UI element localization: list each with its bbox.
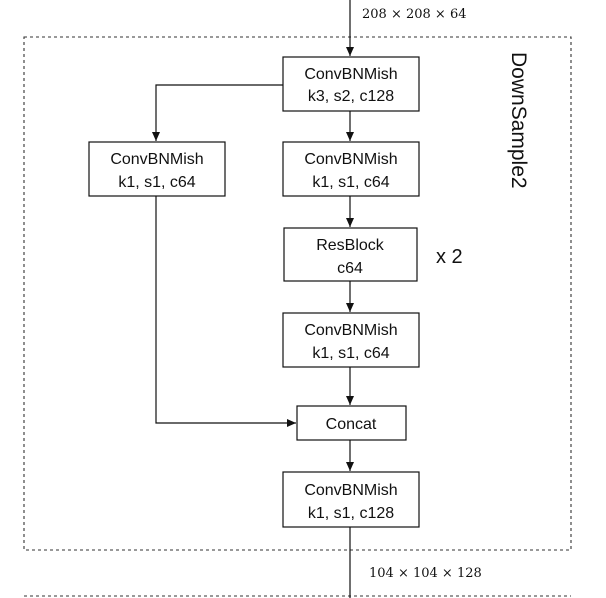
box-convbnmish-k3-s2-c128: ConvBNMish k3, s2, c128 [282,56,420,112]
edge-conv-left-to-concat [155,196,296,427]
box-line2: c64 [337,260,363,277]
downsample-group-frame [23,36,572,551]
edge-conv-k3-to-conv-left [152,84,283,141]
box-convbnmish-mid1-k1-s1-c64: ConvBNMish k1, s1, c64 [282,141,420,197]
box-concat: Concat [296,405,407,441]
box-line1: ResBlock [316,237,385,254]
box-convbnmish-left-k1-s1-c64: ConvBNMish k1, s1, c64 [88,141,226,197]
box-line1: ConvBNMish [304,322,397,339]
output-dimension-label: 104 × 104 × 128 [369,566,482,581]
box-line2: k1, s1, c64 [118,174,195,191]
box-resblock-c64: ResBlock c64 [283,227,418,282]
box-line2: k1, s1, c64 [312,345,389,362]
box-line2: k1, s1, c64 [312,174,389,191]
box-convbnmish-mid2-k1-s1-c64: ConvBNMish k1, s1, c64 [282,312,420,368]
box-line2: k3, s2, c128 [308,88,394,105]
repeat-count-label: x 2 [436,246,463,268]
box-convbnmish-out-k1-s1-c128: ConvBNMish k1, s1, c128 [282,471,420,528]
box-line2: k1, s1, c128 [308,505,394,522]
box-line1: ConvBNMish [304,151,397,168]
box-line1: ConvBNMish [304,482,397,499]
group-title: DownSample2 [507,52,530,189]
box-line1: ConvBNMish [304,66,397,83]
input-dimension-label: 208 × 208 × 64 [362,7,466,22]
box-line1: Concat [326,416,377,433]
box-line1: ConvBNMish [110,151,203,168]
